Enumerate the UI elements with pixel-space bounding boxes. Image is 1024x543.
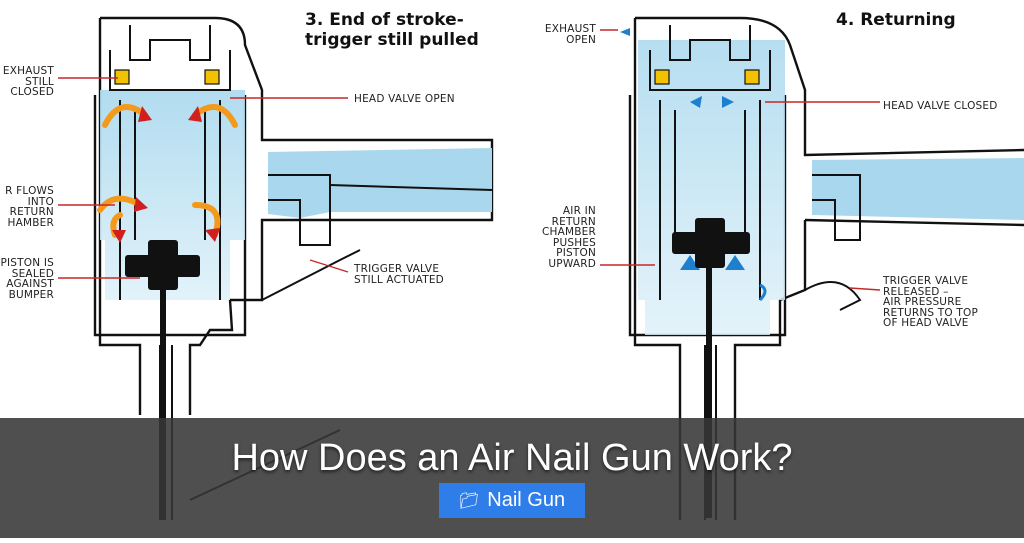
left-exhaust-valve <box>114 69 220 85</box>
left-leader-lines <box>58 77 349 279</box>
right-return-flow <box>758 283 767 302</box>
left-label-head-valve: HEAD VALVE OPEN <box>354 93 455 105</box>
right-label-head-valve: HEAD VALVE CLOSED <box>883 100 998 112</box>
left-flow-arrowheads <box>112 106 220 243</box>
category-badge[interactable]: 📁︎ Nail Gun <box>439 483 585 518</box>
right-label-air-return: AIR IN RETURN CHAMBER PUSHES PISTON UPWA… <box>541 205 596 270</box>
left-piston <box>125 240 200 520</box>
left-label-exhaust: EXHAUST STILL CLOSED <box>2 65 54 98</box>
left-air-chamber <box>100 90 245 300</box>
left-label-piston: PISTON IS SEALED AGAINST BUMPER <box>0 257 54 301</box>
right-piston <box>672 218 750 518</box>
page-title: How Does an Air Nail Gun Work? <box>231 437 793 479</box>
right-label-exhaust: EXHAUST OPEN <box>544 23 596 46</box>
folder-icon: 📁︎ <box>458 492 480 510</box>
right-panel-title: 4. Returning <box>836 10 956 30</box>
left-handle-air <box>268 148 492 218</box>
right-flow-arrows <box>620 28 745 270</box>
caption-overlay <box>0 418 1024 538</box>
right-label-trigger: TRIGGER VALVE RELEASED – AIR PRESSURE RE… <box>883 275 979 329</box>
right-handle-air <box>812 158 1024 220</box>
right-leader-lines <box>600 29 881 291</box>
right-head-valve <box>654 69 760 85</box>
left-panel-title: 3. End of stroke- trigger still pulled <box>305 10 479 50</box>
left-label-air-flows: R FLOWS INTO RETURN HAMBER <box>5 185 54 229</box>
left-label-trigger: TRIGGER VALVE STILL ACTUATED <box>354 263 444 286</box>
category-badge-label: Nail Gun <box>487 489 566 511</box>
